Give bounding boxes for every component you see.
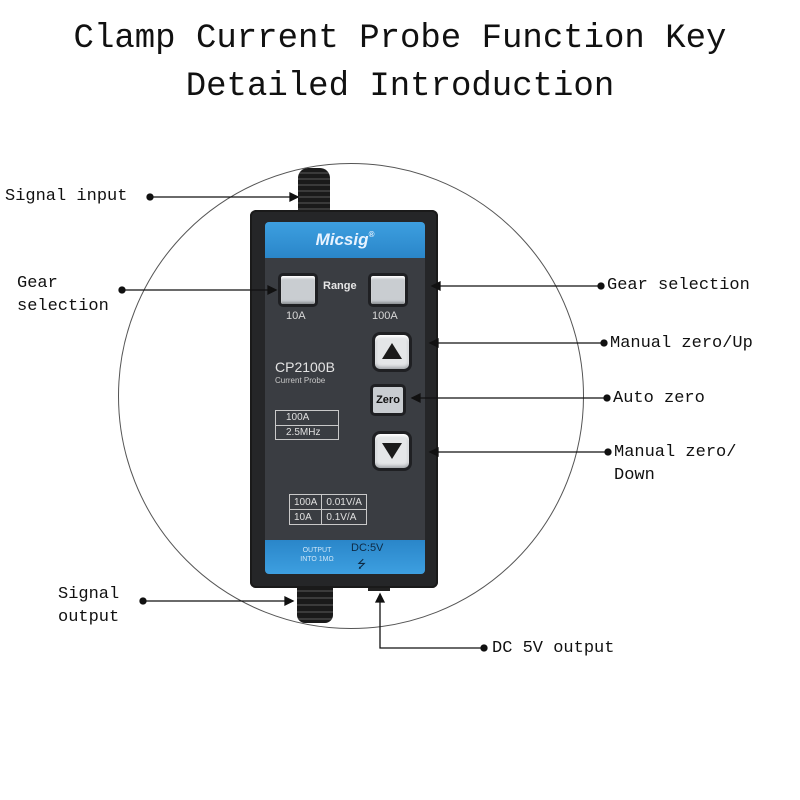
leader-dot — [146, 193, 154, 201]
probe-front-panel: Micsig® Range 10A 100A Zero CP2100B Curr… — [265, 222, 425, 574]
range-10a-button[interactable] — [278, 273, 318, 307]
arrowhead — [267, 284, 278, 296]
ratio-range-cell: 10A — [288, 509, 323, 525]
outline-circle — [118, 163, 584, 629]
leader-dc5v — [379, 596, 484, 649]
title-line-1: Clamp Current Probe Function Key — [73, 20, 727, 58]
auto-zero-button[interactable]: Zero — [370, 384, 406, 416]
dc-label: DC:5V — [351, 542, 384, 554]
callout-manual-zero-up: Manual zero/Up — [610, 334, 753, 353]
range-100a-button[interactable] — [368, 273, 408, 307]
model-name: CP2100B — [275, 359, 335, 375]
arrowhead — [430, 280, 441, 292]
arrowhead — [374, 592, 386, 603]
spec-current: 100A — [286, 412, 310, 423]
output-band — [265, 540, 425, 574]
callout-auto-zero: Auto zero — [613, 389, 705, 408]
arrowhead — [428, 446, 439, 458]
range-10a-caption: 10A — [286, 310, 306, 322]
leader-dot — [600, 339, 608, 347]
brand-band — [265, 222, 425, 258]
arrowhead — [428, 337, 439, 349]
callout-gear-selection-left: Gear selection — [17, 274, 109, 316]
arrow-down-icon — [382, 443, 402, 459]
spec-bandwidth: 2.5MHz — [276, 425, 338, 439]
signal-input-cable — [298, 168, 330, 213]
model-subtitle: Current Probe — [275, 376, 326, 385]
spec-box: 100A 2.5MHz — [275, 410, 339, 440]
callout-dc-5v-output: DC 5V output — [492, 639, 615, 658]
callout-gear-selection-right: Gear selection — [607, 276, 750, 295]
leader-dot — [118, 286, 126, 294]
table-row: 10A 0.1V/A — [288, 509, 367, 525]
arrowhead — [410, 392, 421, 404]
manual-zero-down-button[interactable] — [372, 431, 412, 471]
leader-dot — [597, 282, 605, 290]
range-label: Range — [323, 280, 357, 292]
callout-signal-output: Signal output — [58, 585, 120, 627]
leader-dot — [139, 597, 147, 605]
callout-signal-input: Signal input — [5, 187, 128, 206]
ratio-table: 100A 0.01V/A 10A 0.1V/A — [288, 494, 367, 525]
leader-dot — [480, 644, 488, 652]
arrowhead — [289, 191, 300, 203]
leader-dot — [604, 448, 612, 456]
signal-output-cable — [297, 585, 333, 623]
usb-icon: ⭍ — [357, 558, 367, 571]
manual-zero-up-button[interactable] — [372, 332, 412, 372]
callout-manual-zero-down: Manual zero/ Down — [614, 443, 737, 485]
leader-dot — [603, 394, 611, 402]
usb-port — [368, 585, 390, 591]
ratio-range-cell: 100A — [288, 494, 323, 510]
range-100a-caption: 100A — [372, 310, 398, 322]
ratio-value-cell: 0.1V/A — [321, 509, 367, 525]
arrow-up-icon — [382, 343, 402, 359]
brand-logo: Micsig® — [315, 230, 375, 249]
title-line-2: Detailed Introduction — [185, 68, 615, 106]
arrowhead — [284, 595, 295, 607]
